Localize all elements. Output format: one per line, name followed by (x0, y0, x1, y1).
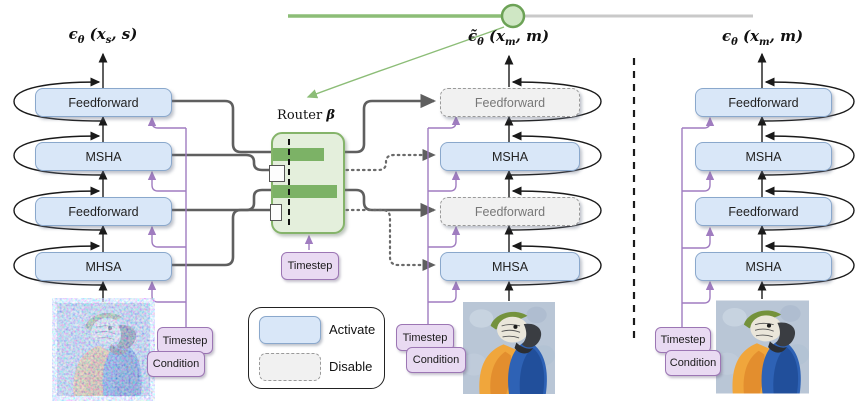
router-bar-1-active (273, 148, 324, 161)
block-middle-msha: MSHA (440, 142, 580, 171)
router-input-wires (170, 99, 272, 267)
router-output-dotted-wires (339, 148, 436, 272)
legend-disable-label: Disable (329, 359, 373, 374)
block-left-msha: MSHA (35, 142, 172, 171)
legend-activate-label: Activate (329, 322, 376, 337)
formula-output-left: ϵθ (xs, s) (68, 25, 138, 46)
slider-knob (500, 3, 526, 29)
block-left-feedforward-bottom: Feedforward (35, 197, 172, 226)
block-middle-feedforward-bottom: Feedforward (440, 197, 580, 226)
conditioning-wires (147, 115, 715, 330)
legend-disable-swatch (259, 353, 321, 381)
router-bar-3-active (273, 185, 337, 198)
condition-box-middle: Condition (406, 347, 466, 373)
block-left-mhsa: MHSA (35, 252, 172, 281)
timestep-box-router: Timestep (281, 252, 339, 280)
block-middle-feedforward-top: Feedforward (440, 88, 580, 117)
timestep-box-left: Timestep (157, 327, 213, 354)
router-bar-4-empty (270, 204, 282, 221)
router-bar-2-empty (269, 165, 285, 182)
block-right-msha-bottom: MSHA (695, 252, 832, 281)
noisy-parrot-image (57, 303, 150, 396)
skip-connections-right (757, 52, 855, 299)
timestep-box-middle: Timestep (396, 324, 454, 351)
skip-connections-left (13, 52, 108, 302)
block-left-feedforward-top: Feedforward (35, 88, 172, 117)
condition-box-left: Condition (147, 351, 205, 377)
clean-parrot-image-right (716, 300, 809, 394)
router-box (269, 132, 345, 234)
skip-connections-middle (504, 54, 602, 301)
block-right-feedforward-top: Feedforward (695, 88, 832, 117)
legend: Activate Disable (248, 307, 385, 389)
block-right-feedforward-bottom: Feedforward (695, 197, 832, 226)
router-label: Router β (277, 108, 335, 123)
router-threshold-dashed-line (288, 139, 290, 225)
condition-box-right: Condition (665, 350, 721, 376)
block-right-msha-top: MSHA (695, 142, 832, 171)
formula-output-middle: ϵ̃θ (xm, m) (467, 27, 550, 48)
block-middle-mhsa: MHSA (440, 252, 580, 281)
interpolation-slider (288, 3, 753, 99)
legend-activate-swatch (259, 316, 321, 344)
formula-output-right: ϵθ (xm, m) (721, 27, 804, 48)
clean-parrot-image-middle (462, 302, 556, 394)
